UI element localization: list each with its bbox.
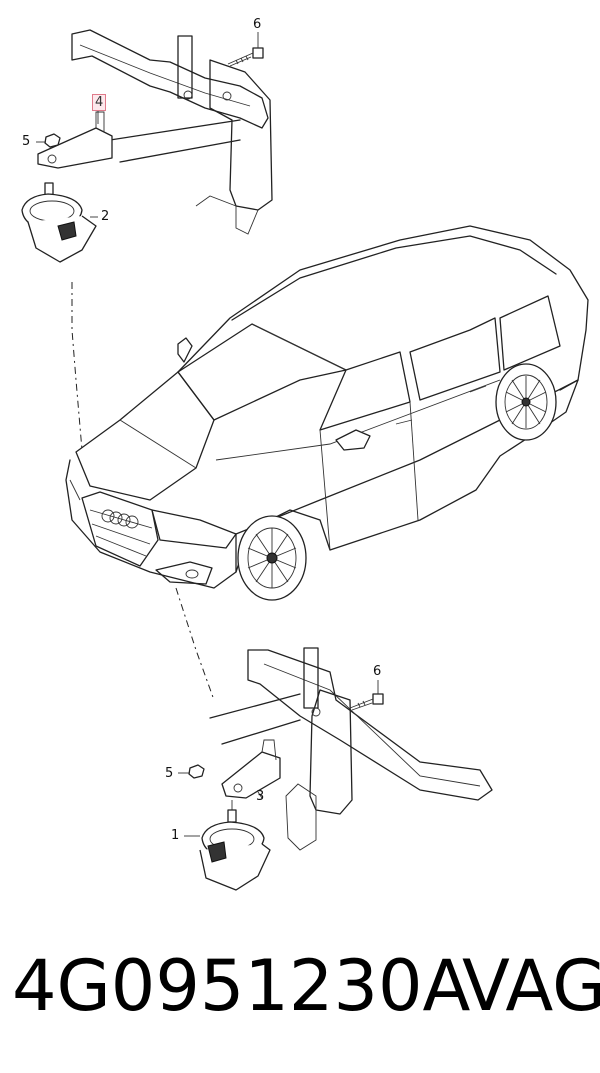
top-horn-2 bbox=[21, 182, 98, 263]
callout-4-highlighted: 4 bbox=[92, 94, 107, 111]
bottom-bracket-3 bbox=[221, 739, 281, 799]
callout-5-top: 5 bbox=[22, 134, 31, 149]
audi-rings bbox=[101, 509, 139, 529]
top-bolt-6 bbox=[227, 32, 264, 67]
callout-3: 3 bbox=[256, 789, 265, 804]
brand-name: VAG bbox=[462, 945, 600, 1027]
callout-6-top: 6 bbox=[253, 17, 262, 32]
top-bracket-4 bbox=[37, 110, 113, 169]
callout-1: 1 bbox=[171, 828, 180, 843]
callout-2: 2 bbox=[101, 209, 110, 224]
part-caption: 4G0951230A VAG bbox=[12, 945, 600, 1035]
part-number: 4G0951230A bbox=[12, 945, 471, 1027]
bottom-crossmember bbox=[209, 647, 493, 851]
rear-wheel bbox=[495, 363, 557, 441]
bottom-horn-1 bbox=[184, 800, 271, 891]
callout-6-bottom: 6 bbox=[373, 664, 382, 679]
leader-top bbox=[71, 282, 83, 451]
top-nut-5 bbox=[36, 133, 61, 148]
front-wheel bbox=[237, 515, 307, 601]
bottom-bolt-6 bbox=[349, 680, 384, 711]
bottom-nut-5 bbox=[178, 764, 205, 779]
top-crossmember bbox=[71, 29, 273, 235]
leader-bottom bbox=[175, 587, 215, 701]
car-body bbox=[65, 225, 589, 601]
callout-5-bottom: 5 bbox=[165, 766, 174, 781]
